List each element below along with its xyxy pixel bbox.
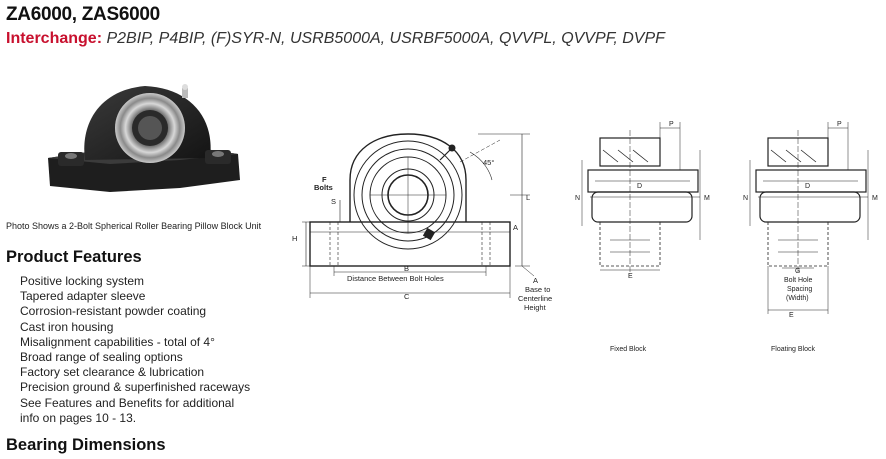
floating-block-view xyxy=(749,122,869,314)
dimension-drawing: 45° F Bolts S H L A B Distance Between B… xyxy=(292,121,878,353)
bolts-label-f: F xyxy=(322,175,327,184)
dim-b-label: B xyxy=(404,264,409,273)
front-view-labels: 45° F Bolts S H L A B Distance Between B… xyxy=(292,158,552,312)
dim-h-label: H xyxy=(292,234,297,243)
bolts-label: Bolts xyxy=(314,183,333,192)
dim-c-label: C xyxy=(404,292,410,301)
fixed-dim-p: P xyxy=(669,121,674,128)
bearing-dimensions-heading: Bearing Dimensions xyxy=(6,436,166,454)
feature-item: Corrosion-resistant powder coating xyxy=(20,304,207,319)
spacing-label: Spacing xyxy=(787,286,812,293)
product-features-list: Positive locking system Tapered adapter … xyxy=(20,274,250,426)
bolt-holes-label: Distance Between Bolt Holes xyxy=(347,274,444,283)
floating-dim-p: P xyxy=(837,121,842,128)
fixed-block-view xyxy=(581,122,701,272)
base-label: Base to xyxy=(525,285,550,294)
feature-item: Factory set clearance & lubrication xyxy=(20,365,205,380)
floating-block-labels: P D N M G Bolt Hole Spacing (Width) E Fl… xyxy=(743,121,878,353)
photo-caption: Photo Shows a 2-Bolt Spherical Roller Be… xyxy=(6,221,262,231)
dim-l-label: L xyxy=(526,193,530,202)
floating-block-caption: Floating Block xyxy=(771,346,815,353)
bolt-hole-label: Bolt Hole xyxy=(784,277,813,284)
feature-item: Cast iron housing xyxy=(20,319,114,334)
feature-item: Positive locking system xyxy=(20,274,145,288)
centerline-label: Centerline xyxy=(518,294,552,303)
floating-dim-e: E xyxy=(789,312,794,319)
page-title: ZA6000, ZAS6000 xyxy=(6,4,160,25)
fixed-dim-e: E xyxy=(628,273,633,280)
dim-s-label: S xyxy=(331,197,336,206)
angle-label: 45° xyxy=(483,158,494,167)
fixed-block-labels: P D N M E Fixed Block xyxy=(575,121,710,353)
feature-item: Broad range of sealing options xyxy=(20,350,183,365)
width-label: (Width) xyxy=(786,295,809,302)
feature-item: Tapered adapter sleeve xyxy=(20,289,146,304)
fixed-dim-m: M xyxy=(704,195,710,202)
floating-dim-n: N xyxy=(743,195,748,202)
interchange-line: Interchange: P2BIP, P4BIP, (F)SYR-N, USR… xyxy=(6,30,665,48)
product-photo xyxy=(48,84,240,192)
fixed-block-caption: Fixed Block xyxy=(610,346,647,353)
height-label: Height xyxy=(524,303,547,312)
front-view xyxy=(302,133,535,298)
feature-item: Precision ground & superfinished raceway… xyxy=(20,380,251,395)
floating-dim-g: G xyxy=(795,268,800,275)
interchange-value: P2BIP, P4BIP, (F)SYR-N, USRB5000A, USRBF… xyxy=(106,30,665,47)
fixed-dim-n: N xyxy=(575,195,580,202)
floating-dim-m: M xyxy=(872,195,878,202)
feature-item: See Features and Benefits for additional… xyxy=(20,395,235,425)
dim-a-label: A xyxy=(513,223,518,232)
floating-dim-d: D xyxy=(805,183,810,190)
product-features-heading: Product Features xyxy=(6,248,142,266)
fixed-dim-d: D xyxy=(637,183,642,190)
feature-item: Misalignment capabilities - total of 4° xyxy=(20,334,215,349)
dim-a2-label: A xyxy=(533,276,538,285)
interchange-label: Interchange: xyxy=(6,30,103,47)
